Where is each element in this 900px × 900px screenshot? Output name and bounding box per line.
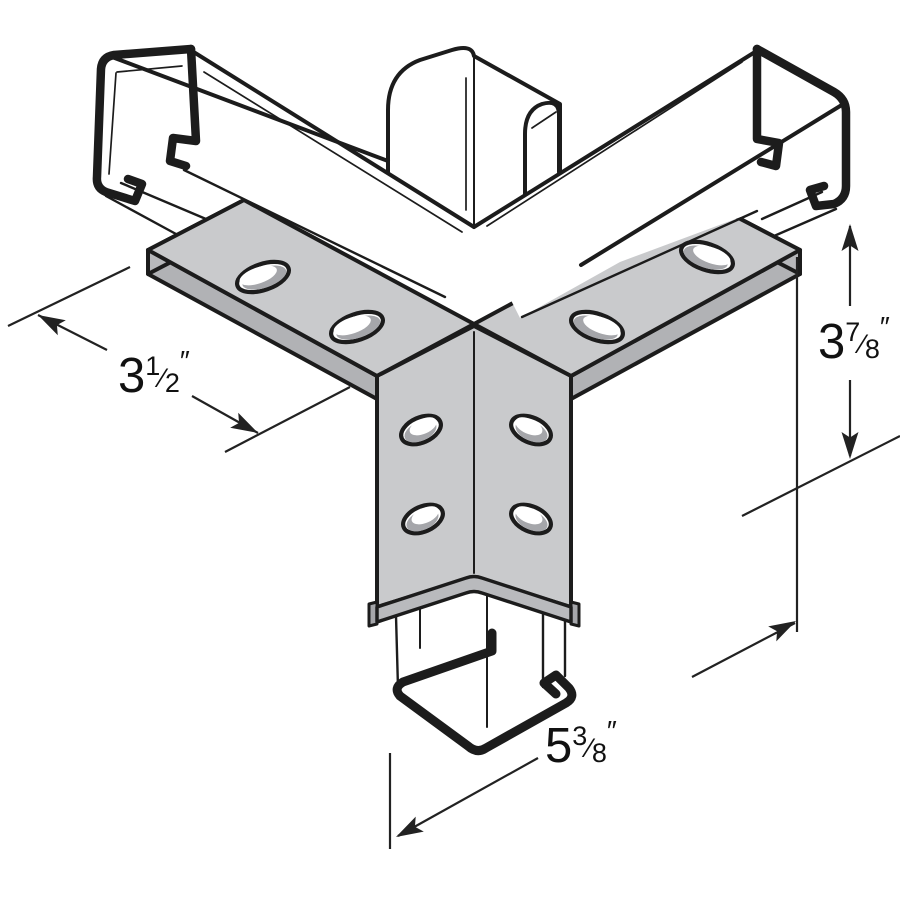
arrowhead bbox=[230, 412, 258, 433]
left-channel-end-face bbox=[92, 44, 196, 206]
dimension-label-left: 31⁄2″ bbox=[118, 345, 190, 403]
arrowhead bbox=[38, 315, 66, 336]
arrowhead bbox=[768, 621, 796, 642]
bolt-hole bbox=[235, 259, 291, 295]
bolt-hole bbox=[399, 413, 443, 447]
bolt-hole bbox=[569, 309, 625, 345]
bolt-hole bbox=[329, 309, 385, 345]
right-channel-end-face bbox=[752, 44, 851, 211]
right-strut-channel bbox=[472, 44, 851, 319]
arrowhead bbox=[396, 816, 424, 837]
dimension-right: 37⁄8″ bbox=[741, 224, 900, 632]
arrowhead bbox=[841, 224, 859, 251]
bottom-channel-end-face bbox=[392, 628, 577, 756]
left-channel-near-top-edge bbox=[190, 49, 476, 229]
dimension-label-right: 37⁄8″ bbox=[818, 311, 890, 369]
dimension-bottom: 53⁄8″ bbox=[388, 621, 796, 849]
dimension-label-bottom: 53⁄8″ bbox=[545, 715, 617, 773]
bolt-hole bbox=[509, 502, 553, 536]
extension-line bbox=[741, 435, 900, 517]
right-channel-near-top-edge bbox=[472, 50, 757, 229]
bracket-vertical-angle bbox=[367, 324, 581, 628]
dimension-line bbox=[397, 757, 539, 837]
bolt-holes bbox=[235, 239, 735, 536]
vertical-post bbox=[386, 46, 562, 227]
bottom-strut-channel bbox=[392, 595, 577, 756]
right-channel-far-top-edge bbox=[579, 101, 847, 267]
post-lip-tab bbox=[525, 102, 559, 194]
angle-bottom-edge-band bbox=[375, 574, 573, 624]
extension-line bbox=[7, 266, 131, 327]
extension-line bbox=[224, 386, 351, 453]
left-strut-channel bbox=[92, 44, 476, 299]
arrowhead bbox=[841, 432, 859, 459]
bolt-hole bbox=[509, 413, 553, 447]
wing-bracket-plates bbox=[146, 198, 802, 401]
bolt-hole bbox=[401, 502, 445, 536]
bolt-hole bbox=[679, 239, 735, 275]
